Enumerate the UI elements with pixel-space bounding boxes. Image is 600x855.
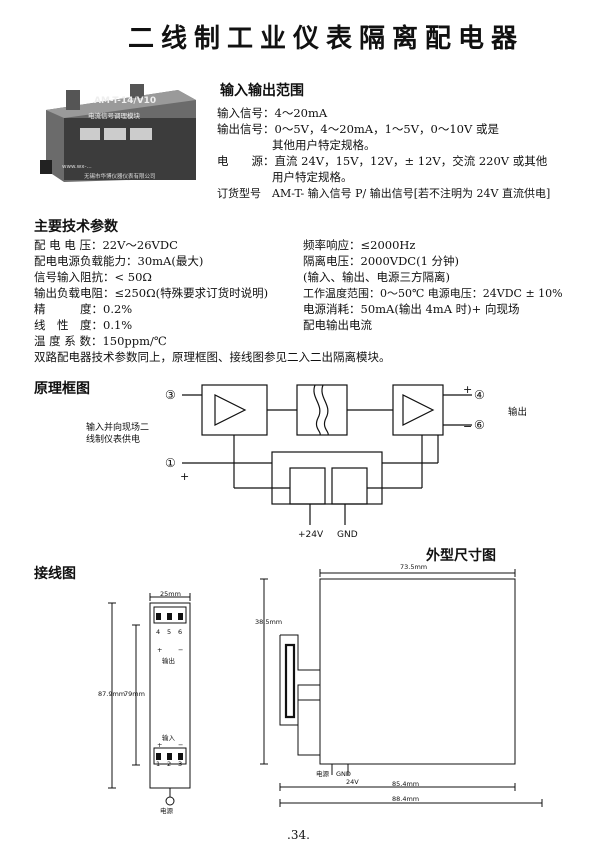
gnd-label: GND — [337, 530, 358, 540]
page-number: .34. — [287, 828, 310, 842]
in-sign: + — [157, 741, 163, 749]
outline-power: 电源 — [316, 770, 329, 778]
spec-left: 信号输入阻抗：< 50Ω — [34, 270, 152, 284]
in-label: 输入 — [162, 734, 175, 742]
outline-gnd: GND — [336, 770, 351, 778]
dim-88: 88.4mm — [392, 795, 420, 803]
io-line: 其他用户特定规格。 — [272, 138, 376, 152]
in-pin: 3 — [178, 760, 183, 768]
top-width: 73.5mm — [400, 563, 428, 571]
in-pin: 2 — [167, 760, 172, 768]
io-line: 输入信号：4～20mA — [217, 106, 328, 120]
plus-out: + — [463, 383, 473, 396]
out-sign: − — [178, 646, 184, 654]
out-pin: 5 — [167, 628, 172, 636]
out-pin: 6 — [178, 628, 183, 636]
spec-right: 配电输出电流 — [303, 318, 372, 332]
product-photo — [40, 84, 196, 182]
out-label: 输出 — [162, 657, 175, 665]
spec-left: 精 度：0.2% — [34, 302, 133, 316]
spec-right: 工作温度范围：0～50℃ 电源电压：24VDC ± 10% — [303, 287, 563, 300]
terminal-3: ③ — [165, 388, 176, 402]
block-caption: 输入并向现场二 — [86, 423, 150, 433]
in-pin: 1 — [156, 760, 161, 768]
io-line: 输出信号：0～5V，4～20mA，1～5V，0～10V 或是 — [217, 122, 499, 136]
terminal-6: ⑥ — [474, 418, 485, 432]
dim-85: 85.4mm — [392, 780, 420, 788]
width-label: 25mm — [160, 590, 181, 598]
plus-in: + — [180, 470, 190, 483]
spec-right: 隔离电压：2000VDC(1 分钟) — [303, 254, 460, 268]
spec-left: 线 性 度：0.1% — [34, 318, 133, 332]
photo-website: www.wx-... — [62, 164, 92, 170]
spec-right: (输入、输出、电源三方隔离) — [303, 270, 450, 284]
power-label: 电源 — [160, 807, 173, 815]
out-sign: + — [157, 646, 163, 654]
block-diagram — [182, 384, 472, 525]
page-title: 二线制工业仪表隔离配电器 — [128, 24, 525, 54]
in-sign: − — [178, 741, 184, 749]
outline-24v: 24V — [346, 778, 359, 786]
outline-heading: 外型尺寸图 — [426, 548, 496, 564]
io-line: 用户特定规格。 — [272, 170, 353, 184]
out-pin: 4 — [156, 628, 161, 636]
spec-left: 配 电 电 压：22V～26VDC — [34, 238, 178, 252]
spec-left: 输出负载电阻：≤250Ω(特殊要求订货时说明) — [34, 286, 269, 300]
io-line: 电 源：直流 24V，15V，12V，± 12V，交流 220V 或其他 — [217, 154, 548, 168]
wiring-diagram — [108, 593, 191, 806]
side-height: 38.5mm — [255, 618, 283, 626]
terminal-1: ① — [165, 456, 176, 470]
outline-drawing — [260, 569, 543, 807]
output-label: 输出 — [508, 407, 528, 418]
height-outer: 87.9mm — [98, 690, 126, 698]
spec-right: 电源消耗：50mA(输出 4mA 时)+ 向现场 — [303, 302, 520, 316]
block-diagram-heading: 原理框图 — [34, 381, 90, 397]
minus-out: − — [463, 420, 473, 433]
photo-model: AM-T-14/V10 — [94, 96, 157, 106]
photo-maker: 无锡市华博仪器仪表有限公司 — [84, 174, 156, 180]
photo-subtitle: 电流信号调理模块 — [88, 112, 140, 120]
io-line: 订货型号 AM-T- 输入信号 P/ 输出信号[若不注明为 24V 直流供电] — [217, 187, 551, 200]
specs-note: 双路配电器技术参数同上，原理框图、接线图参见二入二出隔离模块。 — [34, 350, 391, 364]
height-inner: 79mm — [124, 690, 145, 698]
spec-right: 频率响应：≤2000Hz — [303, 238, 416, 252]
v24-label: +24V — [298, 530, 324, 540]
io-range-heading: 输入输出范围 — [220, 83, 304, 99]
specs-heading: 主要技术参数 — [34, 219, 118, 235]
wiring-heading: 接线图 — [34, 566, 76, 582]
terminal-4: ④ — [474, 388, 485, 402]
block-caption: 线制仪表供电 — [86, 435, 141, 445]
spec-left: 温 度 系 数：150ppm/℃ — [34, 334, 167, 348]
spec-left: 配电电源负载能力：30mA(最大) — [34, 254, 204, 268]
